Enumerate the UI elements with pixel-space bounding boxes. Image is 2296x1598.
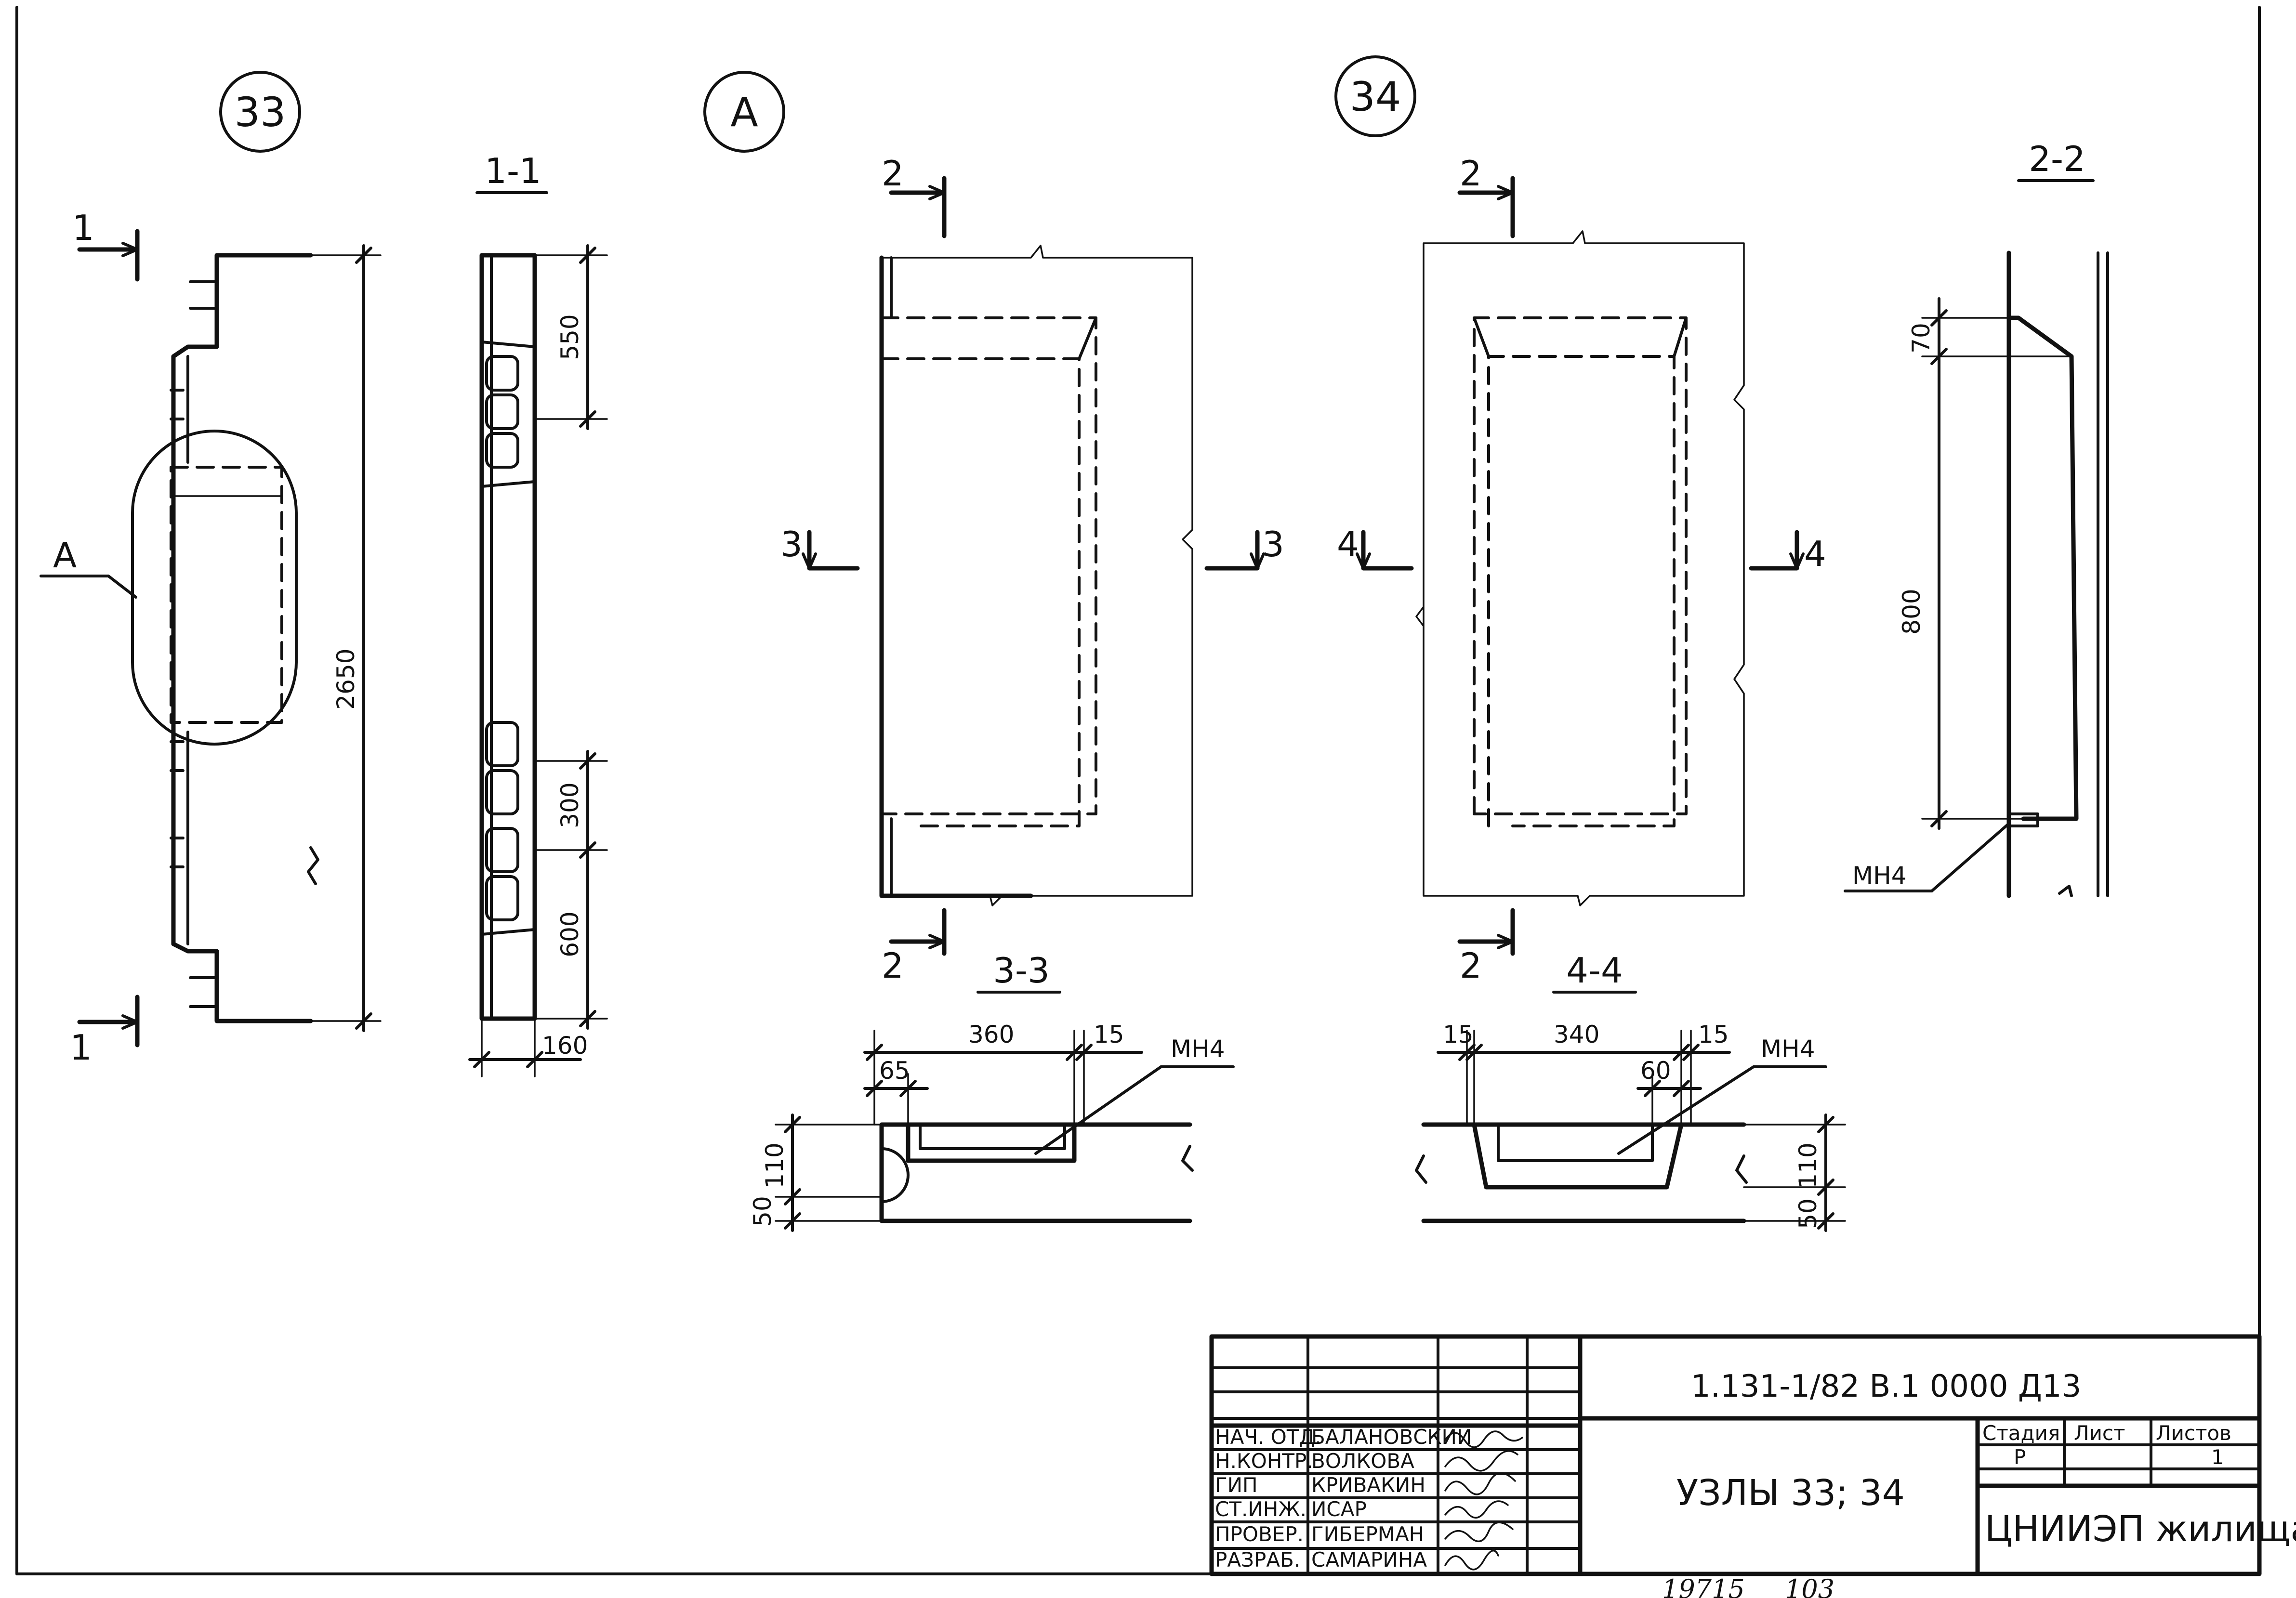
cut-1-top: 1 [72,208,94,248]
dim-60: 60 [1640,1057,1671,1085]
dim-15-4-4-left: 15 [1443,1021,1474,1048]
name-4: ГИБЕРМАН [1311,1522,1424,1546]
name-1: ВОЛКОВА [1311,1449,1414,1473]
dim-160: 160 [542,1032,588,1060]
signatures [1444,1430,1523,1571]
sheet-frame [15,6,2261,1575]
dim-50-4-4: 50 [1794,1198,1822,1229]
role-5: РАЗРАБ. [1215,1548,1300,1572]
section-3-3-label: 3-3 [993,950,1050,991]
dim-110-3-3: 110 [761,1142,789,1188]
role-3: СТ.ИНЖ. [1215,1497,1306,1521]
sheets-header: Листов [2156,1421,2231,1445]
section-1-1: 1-1 550 300 600 160 [468,151,608,1077]
dim-550: 550 [556,314,584,360]
role-1: Н.КОНТР. [1215,1449,1313,1473]
dim-360: 360 [968,1021,1014,1048]
dim-65: 65 [879,1057,910,1085]
dim-2650: 2650 [332,648,360,709]
title-block: 1.131-1/82 В.1 0000 Д13 УЗЛЫ 33; 34 ЦНИИ… [1209,1334,2296,1576]
role-4: ПРОВЕР. [1215,1522,1304,1546]
section-2-2-label: 2-2 [2029,139,2085,179]
section-4-4: 4-4 15 340 15 60 110 50 МН4 [1415,950,1846,1232]
dim-70: 70 [1907,323,1935,354]
cut-2-bottom-34: 2 [1460,945,1482,986]
section-1-1-label: 1-1 [485,151,541,191]
dim-300: 300 [556,782,584,828]
cut-2-top-A: 2 [882,153,904,194]
mn4-label-2-2: МН4 [1852,862,1907,890]
node-34-detail: 34 2 2 4 4 [1334,55,1826,986]
dim-15-3-3: 15 [1094,1021,1124,1048]
dim-110-4-4: 110 [1794,1142,1822,1188]
node-33-label: 33 [235,89,286,136]
cut-3-right: 3 [1262,524,1284,564]
footer-number: 19715 [1662,1574,1745,1598]
dim-340: 340 [1554,1021,1599,1048]
dim-800: 800 [1898,589,1926,634]
dim-600: 600 [556,911,584,957]
cut-2-bottom-A: 2 [882,945,904,986]
doc-code: 1.131-1/82 В.1 0000 Д13 [1691,1369,2081,1404]
role-2: ГИП [1215,1473,1258,1497]
drawing-title: УЗЛЫ 33; 34 [1676,1472,1905,1514]
section-3-3: 3-3 360 15 65 110 50 МН4 [749,950,1235,1232]
name-0: БАЛАНОВСКИЙ [1311,1425,1472,1449]
dim-50-3-3: 50 [749,1196,777,1227]
section-4-4-label: 4-4 [1566,950,1623,991]
cut-4-left: 4 [1337,524,1359,564]
name-3: ИСАР [1311,1497,1367,1521]
section-2-2: 2-2 70 800 МН4 [1844,139,2109,898]
role-0: НАЧ. ОТД. [1215,1425,1321,1449]
node-34-label: 34 [1350,73,1401,120]
name-2: КРИВАКИН [1311,1473,1425,1497]
stage-value: Р [2014,1445,2026,1469]
stage-header: Стадия [1982,1421,2060,1445]
callout-A-label: А [53,535,77,576]
node-A-detail: А 2 2 3 3 [703,71,1284,986]
mn4-label-3-3: МН4 [1171,1035,1225,1063]
sheet-header: Лист [2074,1421,2125,1445]
node-A-label: А [730,89,758,136]
dim-15-4-4-right: 15 [1698,1021,1729,1048]
name-5: САМАРИНА [1311,1548,1427,1572]
sheets-value: 1 [2211,1445,2224,1469]
footer-page: 103 [1785,1574,1834,1598]
cut-4-right: 4 [1804,534,1826,574]
organization: ЦНИИЭП жилища [1985,1508,2296,1550]
cut-2-top-34: 2 [1460,153,1482,194]
node-33-elevation: 33 А 1 1 2650 [40,71,382,1068]
cut-3-left: 3 [780,524,803,564]
mn4-label-4-4: МН4 [1761,1035,1815,1063]
cut-1-bottom: 1 [70,1027,92,1068]
